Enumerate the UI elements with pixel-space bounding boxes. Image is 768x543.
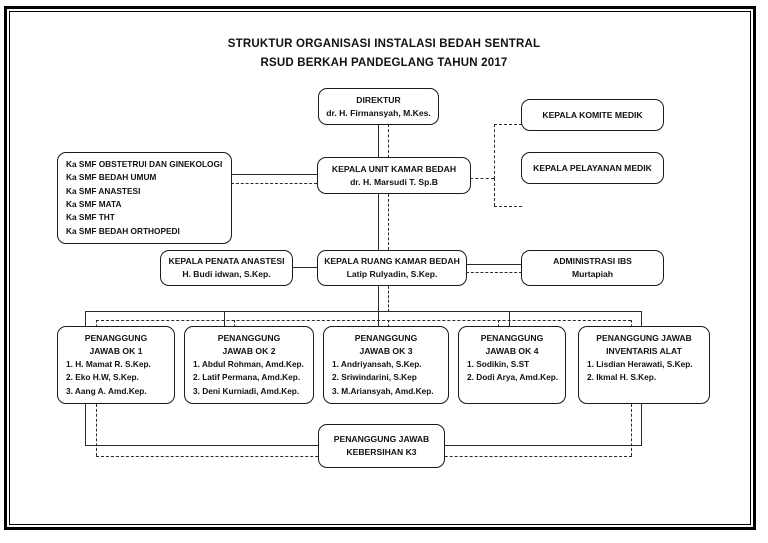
- node-komite-medik[interactable]: KEPALA KOMITE MEDIK: [521, 99, 664, 131]
- unit-drop-1-solid: [85, 311, 87, 326]
- kepala-unit-role: KEPALA UNIT KAMAR BEDAH: [331, 163, 457, 174]
- unit-1-staff-0: 1. H. Mamat R. S.Kep.: [66, 358, 151, 369]
- kepala-unit-person: dr. H. Marsudi T. Sp.B: [350, 176, 438, 187]
- penata-anastesi-role: KEPALA PENATA ANASTESI: [168, 256, 285, 267]
- connector-ruang-bus-solid: [378, 286, 380, 312]
- connector-unit-ruang-solid: [378, 194, 380, 250]
- connector-ruang-bus-dashed: [388, 286, 389, 312]
- connector-komite-medik-dashed: [494, 124, 522, 125]
- connector-right-bracket-up-dashed: [494, 124, 495, 179]
- unit-3-staff-0: 1. Andriyansah, S.Kep.: [332, 358, 422, 369]
- node-unit-ok-2[interactable]: PENANGGUNG JAWAB OK 2 1. Abdul Rohman, A…: [184, 326, 314, 404]
- node-kepala-ruang[interactable]: KEPALA RUANG KAMAR BEDAH Latip Rulyadin,…: [317, 250, 467, 286]
- unit-bus-solid: [85, 311, 641, 313]
- unit-drop-1-dashed: [96, 320, 97, 327]
- node-unit-inventaris[interactable]: PENANGGUNG JAWAB INVENTARIS ALAT 1. Lisd…: [578, 326, 710, 404]
- penata-anastesi-person: H. Budi idwan, S.Kep.: [182, 269, 271, 279]
- unit-4-line1: PENANGGUNG: [480, 333, 544, 343]
- unit-drop-2-solid: [224, 311, 226, 326]
- connector-penata-ruang-solid: [292, 267, 322, 269]
- connector-smf-unit-dashed: [231, 183, 317, 184]
- direktur-person: dr. H. Firmansyah, M.Kes.: [326, 107, 431, 118]
- smf-item-0: Ka SMF OBSTETRUI DAN GINEKOLOGI: [66, 158, 223, 169]
- unit-4-staff-1: 2. Dodi Arya, Amd.Kep.: [467, 372, 559, 383]
- unit-1-staff-2: 3. Aang A. Amd.Kep.: [66, 385, 147, 396]
- unit-5-line2: INVENTARIS ALAT: [606, 345, 682, 356]
- unit-drop-3-solid: [378, 311, 380, 326]
- connector-unit-right-stub-dashed: [470, 178, 494, 179]
- node-unit-ok-4[interactable]: PENANGGUNG JAWAB OK 4 1. Sodikin, S.ST 2…: [458, 326, 566, 404]
- k3-bracket-right-solid: [641, 404, 643, 446]
- unit-2-staff-1: 2. Latif Permana, Amd.Kep.: [193, 372, 301, 383]
- page-title-line1: STRUKTUR ORGANISASI INSTALASI BEDAH SENT…: [227, 38, 541, 50]
- node-administrasi-ibs[interactable]: ADMINISTRASI IBS Murtapiah: [521, 250, 664, 286]
- komite-medik-role: KEPALA KOMITE MEDIK: [542, 109, 643, 120]
- administrasi-role: ADMINISTRASI IBS: [553, 256, 632, 267]
- connector-direktur-unit-solid: [378, 124, 380, 158]
- node-smf-list[interactable]: Ka SMF OBSTETRUI DAN GINEKOLOGI Ka SMF B…: [57, 152, 232, 244]
- connector-right-bracket-down-dashed: [494, 178, 495, 206]
- connector-ruang-admin-solid: [466, 264, 522, 266]
- smf-item-4: Ka SMF THT: [66, 212, 115, 223]
- connector-pelayanan-medik-dashed: [494, 206, 522, 207]
- node-kebersihan-k3[interactable]: PENANGGUNG JAWAB KEBERSIHAN K3: [318, 424, 445, 468]
- connector-smf-unit-solid: [231, 174, 317, 176]
- node-unit-ok-1[interactable]: PENANGGUNG JAWAB OK 1 1. H. Mamat R. S.K…: [57, 326, 175, 404]
- connector-ruang-admin-dashed: [466, 272, 522, 273]
- unit-4-staff-0: 1. Sodikin, S.ST: [467, 358, 530, 369]
- unit-3-line2: JAWAB OK 3: [359, 345, 413, 356]
- unit-drop-5-dashed: [631, 320, 632, 327]
- page-title-line2: RSUD BERKAH PANDEGLANG TAHUN 2017: [260, 57, 508, 69]
- node-direktur[interactable]: DIREKTUR dr. H. Firmansyah, M.Kes.: [318, 88, 439, 125]
- unit-drop-4-dashed: [498, 320, 499, 327]
- unit-drop-3-dashed: [388, 320, 389, 327]
- node-unit-ok-3[interactable]: PENANGGUNG JAWAB OK 3 1. Andriyansah, S.…: [323, 326, 449, 404]
- unit-drop-4-solid: [509, 311, 511, 326]
- unit-2-staff-2: 3. Deni Kurniadi, Amd.Kep.: [193, 385, 300, 396]
- administrasi-person: Murtapiah: [571, 269, 614, 279]
- unit-drop-2-dashed: [234, 320, 235, 327]
- unit-drop-5-solid: [641, 311, 643, 326]
- unit-5-line1: PENANGGUNG JAWAB: [596, 333, 692, 343]
- k3-bracket-right-dashed: [631, 404, 632, 456]
- unit-4-line2: JAWAB OK 4: [485, 345, 539, 356]
- direktur-role: DIREKTUR: [356, 94, 401, 105]
- unit-3-line1: PENANGGUNG: [354, 333, 418, 343]
- k3-bracket-left-solid: [85, 404, 87, 446]
- connector-unit-ruang-dashed: [388, 194, 389, 250]
- unit-5-staff-0: 1. Lisdian Herawati, S.Kep.: [587, 358, 693, 369]
- unit-2-line1: PENANGGUNG: [217, 333, 281, 343]
- unit-3-staff-1: 2. Sriwindarini, S.Kep: [332, 372, 417, 383]
- smf-item-1: Ka SMF BEDAH UMUM: [66, 172, 157, 183]
- kepala-ruang-person: Latip Rulyadin, S.Kep.: [346, 269, 438, 279]
- unit-2-staff-0: 1. Abdul Rohman, Amd.Kep.: [193, 358, 304, 369]
- connector-direktur-unit-dashed: [388, 124, 389, 158]
- k3-bracket-left-dashed: [96, 404, 97, 456]
- pelayanan-medik-role: KEPALA PELAYANAN MEDIK: [533, 162, 652, 173]
- node-pelayanan-medik[interactable]: KEPALA PELAYANAN MEDIK: [521, 152, 664, 184]
- unit-1-staff-1: 2. Eko H.W, S.Kep.: [66, 372, 139, 383]
- unit-3-staff-2: 3. M.Ariansyah, Amd.Kep.: [332, 385, 434, 396]
- smf-item-5: Ka SMF BEDAH ORTHOPEDI: [66, 225, 180, 236]
- kebersihan-line2: KEBERSIHAN K3: [346, 447, 417, 457]
- unit-bus-dashed: [96, 320, 631, 321]
- node-kepala-unit[interactable]: KEPALA UNIT KAMAR BEDAH dr. H. Marsudi T…: [317, 157, 471, 194]
- unit-2-line2: JAWAB OK 2: [222, 345, 276, 356]
- node-penata-anastesi[interactable]: KEPALA PENATA ANASTESI H. Budi idwan, S.…: [160, 250, 293, 286]
- smf-item-2: Ka SMF ANASTESI: [66, 185, 141, 196]
- smf-item-3: Ka SMF MATA: [66, 199, 122, 209]
- unit-1-line1: PENANGGUNG: [84, 333, 148, 343]
- unit-1-line2: JAWAB OK 1: [89, 345, 143, 356]
- kebersihan-line1: PENANGGUNG JAWAB: [333, 434, 430, 445]
- kepala-ruang-role: KEPALA RUANG KAMAR BEDAH: [324, 256, 460, 267]
- unit-5-staff-1: 2. Ikmal H. S.Kep.: [587, 372, 657, 383]
